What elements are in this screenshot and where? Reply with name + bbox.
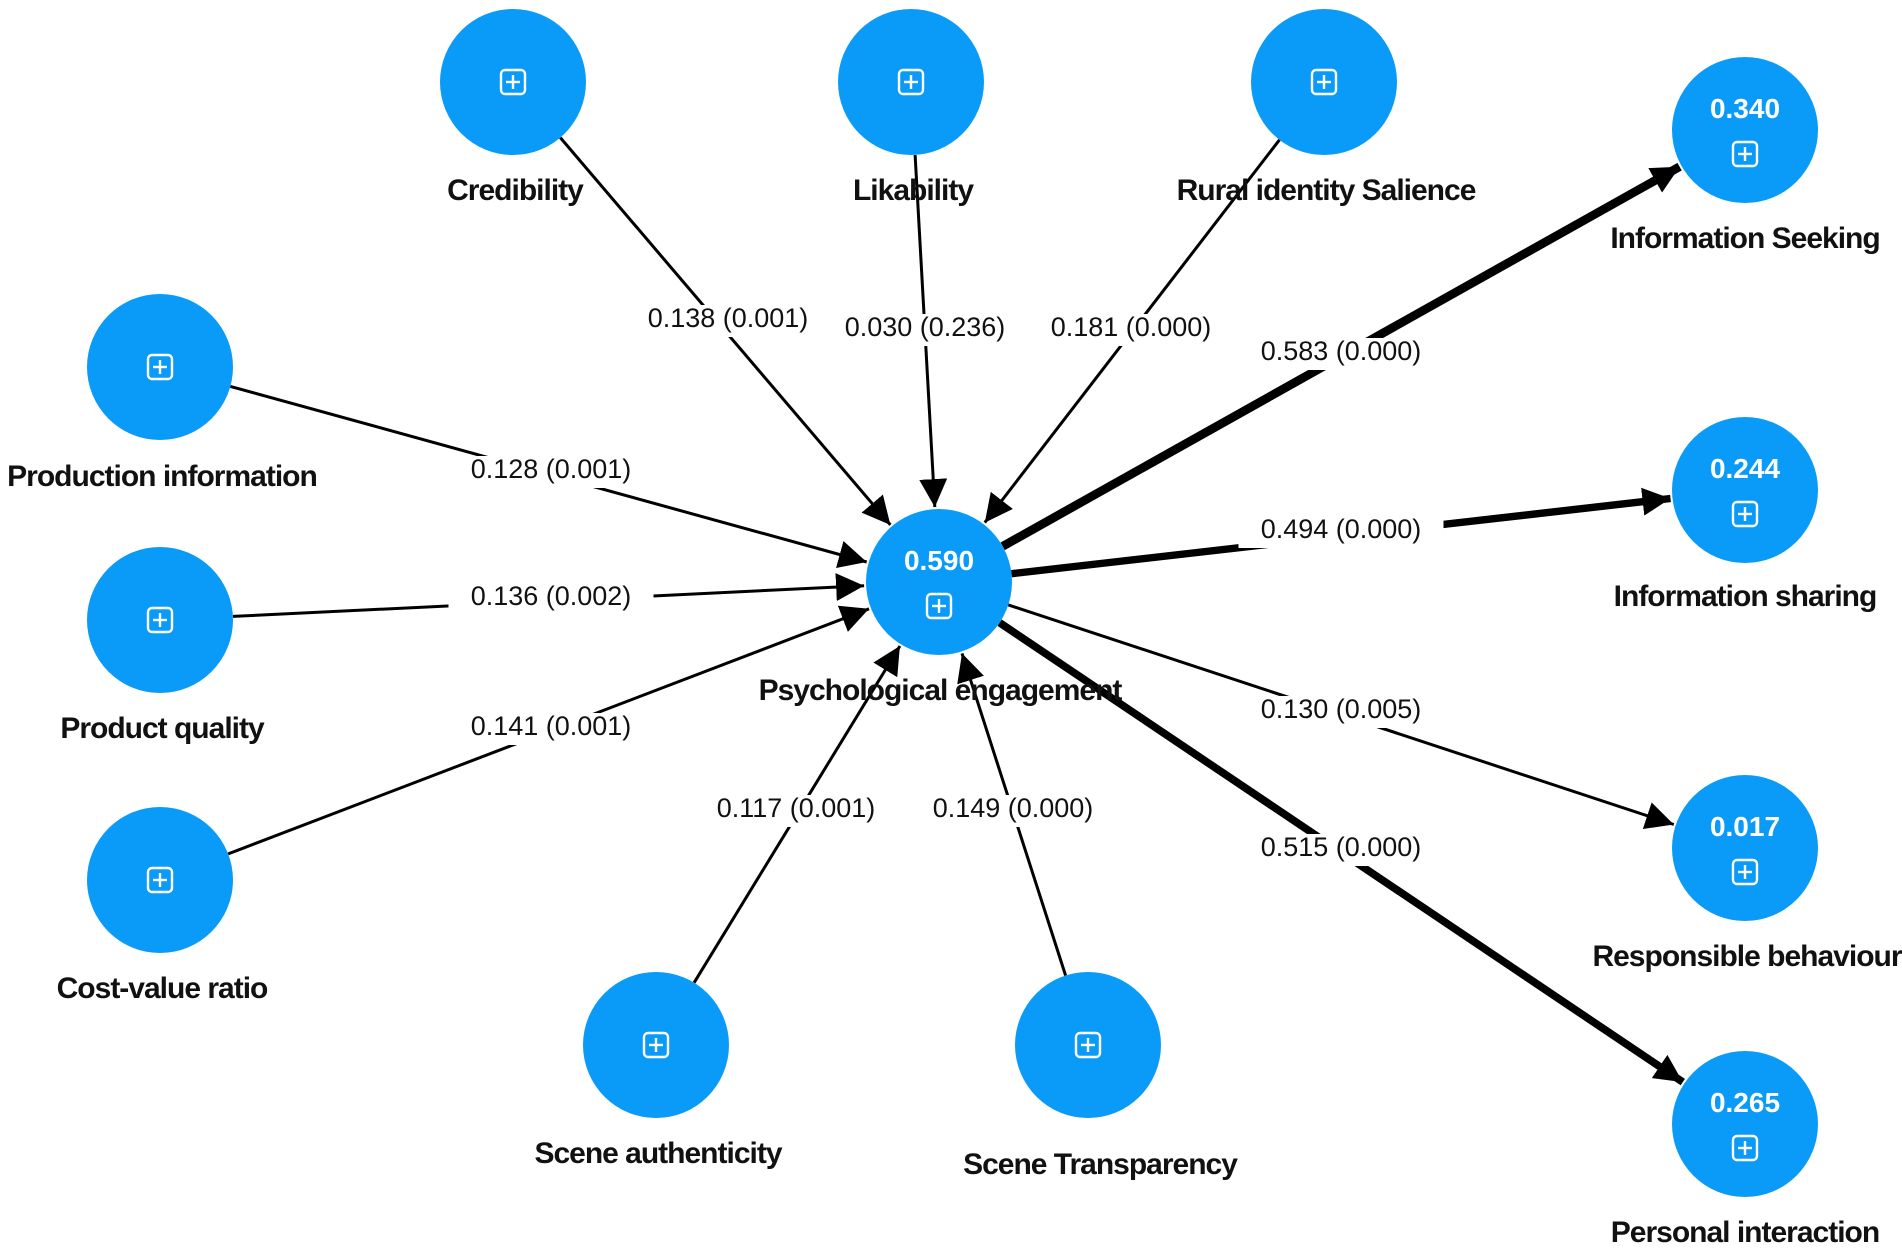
construct-circle[interactable] bbox=[866, 509, 1012, 655]
construct-label: Psychological engagement bbox=[759, 674, 1123, 707]
construct-label: Product quality bbox=[60, 712, 265, 745]
node-scene-authenticity[interactable] bbox=[583, 972, 729, 1118]
construct-label: Responsible behaviour bbox=[1592, 940, 1902, 973]
node-scene-transparency[interactable] bbox=[1015, 972, 1161, 1118]
expand-plus-icon[interactable] bbox=[499, 68, 527, 96]
nodes: Credibility Likability Rural identity Sali… bbox=[7, 9, 1902, 1249]
path-coefficient-label: 0.130 (0.005) bbox=[1261, 694, 1422, 724]
path-coefficient-label: 0.181 (0.000) bbox=[1051, 312, 1212, 342]
construct-label: Information Seeking bbox=[1610, 222, 1879, 255]
expand-plus-icon[interactable] bbox=[146, 866, 174, 894]
node-information-sharing[interactable]: 0.244 bbox=[1672, 417, 1818, 563]
r-squared-value: 0.017 bbox=[1710, 811, 1780, 842]
edge-label-background bbox=[1028, 314, 1234, 346]
path-coefficient-label: 0.141 (0.001) bbox=[471, 711, 632, 741]
r-squared-value: 0.590 bbox=[904, 545, 974, 576]
expand-plus-icon[interactable] bbox=[897, 68, 925, 96]
construct-label: Production information bbox=[7, 460, 317, 493]
construct-label: Cost-value ratio bbox=[57, 972, 268, 1005]
node-information-seeking[interactable]: 0.340 bbox=[1672, 57, 1818, 203]
node-credibility[interactable] bbox=[440, 9, 586, 155]
construct-circle[interactable] bbox=[1672, 417, 1818, 563]
edge-label-background bbox=[693, 795, 899, 827]
expand-plus-icon[interactable] bbox=[1074, 1031, 1102, 1059]
construct-circle[interactable] bbox=[1672, 775, 1818, 921]
node-likability[interactable] bbox=[838, 9, 984, 155]
path-coefficient-label: 0.030 (0.236) bbox=[845, 312, 1006, 342]
r-squared-value: 0.340 bbox=[1710, 93, 1780, 124]
node-production-information[interactable] bbox=[87, 294, 233, 440]
expand-plus-icon[interactable] bbox=[146, 606, 174, 634]
path-coefficient-label: 0.149 (0.000) bbox=[933, 793, 1094, 823]
edge-label-background bbox=[1238, 834, 1444, 866]
construct-circle[interactable] bbox=[1672, 1051, 1818, 1197]
expand-plus-icon[interactable] bbox=[146, 353, 174, 381]
construct-label: Information sharing bbox=[1614, 580, 1877, 613]
path-coefficient-label: 0.117 (0.001) bbox=[717, 793, 876, 823]
expand-plus-icon[interactable] bbox=[1310, 68, 1338, 96]
expand-plus-icon[interactable] bbox=[1731, 500, 1759, 528]
edge-label-background bbox=[1238, 696, 1444, 728]
edges: 0.138 (0.001) 0.030 (0.236) 0.181 (0.000) 0… bbox=[227, 136, 1685, 1086]
construct-label: Personal interaction bbox=[1611, 1216, 1879, 1249]
edge-label-background bbox=[1238, 516, 1444, 548]
path-coefficient-label: 0.515 (0.000) bbox=[1261, 832, 1422, 862]
node-rural-identity-salience[interactable] bbox=[1251, 9, 1397, 155]
node-cost-value-ratio[interactable] bbox=[87, 807, 233, 953]
node-product-quality[interactable] bbox=[87, 547, 233, 693]
expand-plus-icon[interactable] bbox=[1731, 140, 1759, 168]
expand-plus-icon[interactable] bbox=[642, 1031, 670, 1059]
path-coefficient-label: 0.136 (0.002) bbox=[471, 581, 632, 611]
construct-label: Credibility bbox=[447, 174, 584, 207]
edge-label-background bbox=[910, 795, 1116, 827]
path-coefficient-label: 0.583 (0.000) bbox=[1261, 336, 1422, 366]
node-psychological-engagement[interactable]: 0.590 bbox=[866, 509, 1012, 655]
construct-label: Rural identity Salience bbox=[1177, 174, 1476, 207]
edge-label-background bbox=[822, 314, 1028, 346]
r-squared-value: 0.244 bbox=[1710, 453, 1780, 484]
construct-label: Scene Transparency bbox=[963, 1148, 1238, 1181]
edge-label-background bbox=[448, 583, 654, 615]
node-personal-interaction[interactable]: 0.265 bbox=[1672, 1051, 1818, 1197]
construct-label: Scene authenticity bbox=[534, 1137, 782, 1170]
construct-label: Likability bbox=[853, 174, 974, 207]
expand-plus-icon[interactable] bbox=[925, 592, 953, 620]
expand-plus-icon[interactable] bbox=[1731, 1134, 1759, 1162]
edge-label-background bbox=[448, 456, 654, 488]
expand-plus-icon[interactable] bbox=[1731, 858, 1759, 886]
r-squared-value: 0.265 bbox=[1710, 1087, 1780, 1118]
edge-label-background bbox=[1238, 338, 1444, 370]
edge-label-background bbox=[448, 713, 654, 745]
path-coefficient-label: 0.138 (0.001) bbox=[648, 303, 809, 333]
edge-label-background bbox=[625, 305, 831, 337]
path-coefficient-label: 0.494 (0.000) bbox=[1261, 514, 1422, 544]
construct-circle[interactable] bbox=[1672, 57, 1818, 203]
node-responsible-behaviour[interactable]: 0.017 bbox=[1672, 775, 1818, 921]
path-coefficient-label: 0.128 (0.001) bbox=[471, 454, 632, 484]
